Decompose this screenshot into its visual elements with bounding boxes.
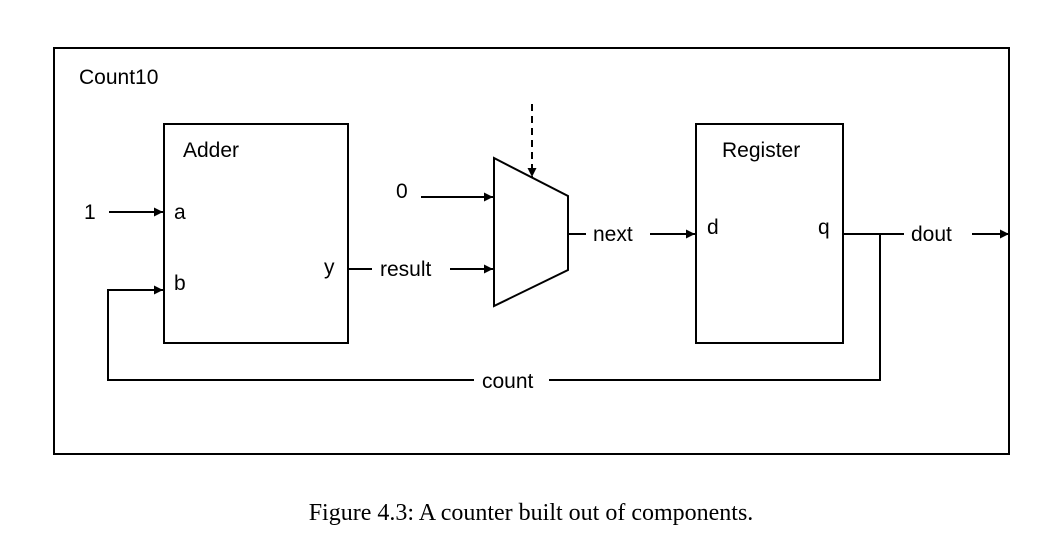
count10-module-box — [53, 47, 1010, 455]
count-feedback-wire — [107, 285, 474, 381]
next-signal-label: next — [593, 223, 633, 246]
register-port-d: d — [707, 216, 719, 239]
multiplexer — [493, 156, 569, 308]
adder-port-b: b — [174, 272, 186, 295]
const-zero-label: 0 — [396, 180, 408, 203]
count-signal-label: count — [482, 370, 534, 393]
adder-title: Adder — [183, 139, 239, 162]
adder-port-a: a — [174, 201, 186, 224]
adder-port-y: y — [324, 256, 335, 279]
register-port-q: q — [818, 216, 830, 239]
register-title: Register — [722, 139, 800, 162]
result-signal-label: result — [380, 258, 432, 281]
count10-module-label: Count10 — [79, 66, 158, 89]
dout-signal-label: dout — [911, 223, 952, 246]
const-one-label: 1 — [84, 201, 96, 224]
adder-block — [163, 123, 349, 344]
figure-caption: Figure 4.3: A counter built out of compo… — [309, 500, 754, 526]
